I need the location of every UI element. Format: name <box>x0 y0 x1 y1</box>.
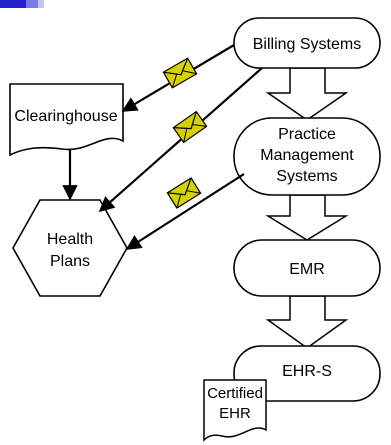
certified-ehr-document: Certified EHR <box>203 379 267 442</box>
arrow-pms-to-health-plans <box>125 173 245 250</box>
flow-arrow-emr-to-ehrs <box>265 295 349 349</box>
envelope-icon <box>172 110 208 144</box>
health-plans-node: Health Plans <box>12 199 128 297</box>
emr-node: EMR <box>233 239 381 297</box>
health-plans-label-line2: Plans <box>50 253 90 270</box>
flow-arrow-billing-to-pms <box>265 67 349 121</box>
certified-ehr-label-line2: EHR <box>219 405 251 422</box>
flow-arrow-pms-to-emr <box>265 194 349 241</box>
certified-ehr-label-line1: Certified <box>207 385 263 402</box>
billing-systems-node: Billing Systems <box>233 17 381 69</box>
clearinghouse-node: Clearinghouse <box>9 83 124 157</box>
practice-management-node: Practice Management Systems <box>233 117 381 196</box>
clearinghouse-label: Clearinghouse <box>14 108 117 125</box>
emr-label: EMR <box>289 261 325 278</box>
health-plans-label-line1: Health <box>47 231 93 248</box>
pms-label-line2: Management <box>260 147 354 164</box>
ehr-s-node: EHR-S <box>233 345 381 402</box>
billing-systems-label: Billing Systems <box>253 36 361 53</box>
envelope-icon <box>166 177 202 209</box>
pms-label-line3: Systems <box>276 168 337 185</box>
slide-corner-accent <box>0 0 44 8</box>
pms-label-line1: Practice <box>278 126 336 143</box>
ehr-s-label: EHR-S <box>282 363 332 380</box>
